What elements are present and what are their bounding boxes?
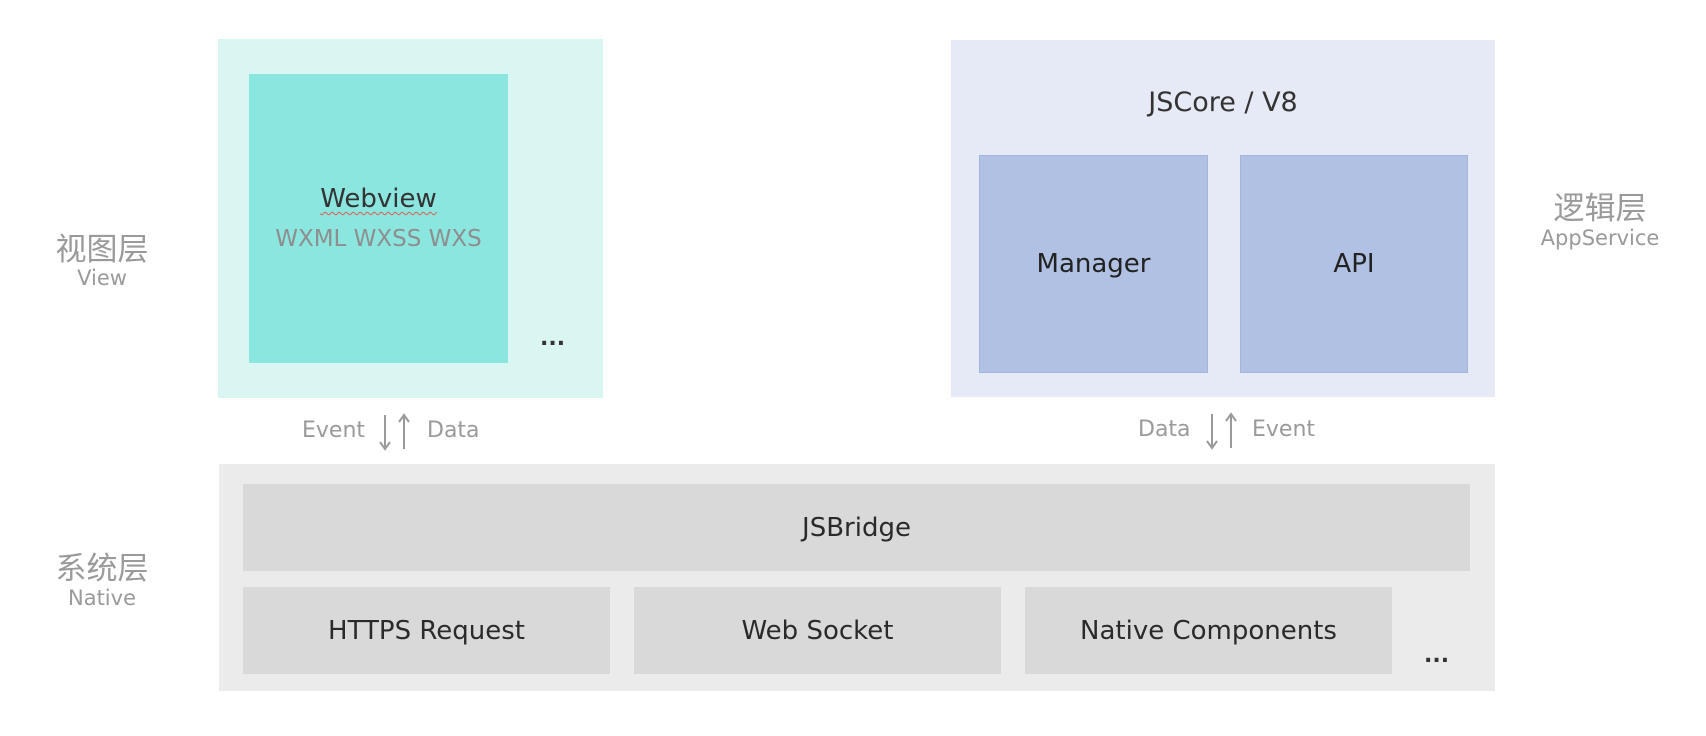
api-label: API xyxy=(1333,249,1375,279)
view-layer-more: ... xyxy=(540,326,566,351)
manager-box: Manager xyxy=(979,155,1208,373)
webview-title: Webview xyxy=(320,184,437,214)
left-data-label: Data xyxy=(427,418,480,443)
left-bidirectional-arrows-icon xyxy=(379,413,410,451)
native-components-label: Native Components xyxy=(1080,615,1337,646)
jsbridge-label: JSBridge xyxy=(802,512,911,543)
logic-layer-label-zh: 逻辑层 xyxy=(1553,191,1647,227)
left-event-label: Event xyxy=(302,418,366,443)
https-request-label: HTTPS Request xyxy=(328,615,525,646)
js-engine-label: JSCore / V8 xyxy=(1148,87,1298,118)
web-socket-label: Web Socket xyxy=(741,615,894,646)
logic-layer-label-en: AppService xyxy=(1540,226,1660,250)
native-components-box: Native Components xyxy=(1025,587,1392,674)
right-data-label: Data xyxy=(1138,417,1191,442)
jsbridge-box: JSBridge xyxy=(243,484,1470,571)
native-layer-label-zh: 系统层 xyxy=(55,551,149,587)
right-event-label: Event xyxy=(1252,417,1316,442)
web-socket-box: Web Socket xyxy=(634,587,1001,674)
view-layer-label-en: View xyxy=(77,266,127,290)
webview-box xyxy=(249,74,508,363)
api-box: API xyxy=(1240,155,1468,373)
webview-technologies: WXML WXSS WXS xyxy=(275,226,482,252)
right-bidirectional-arrows-icon xyxy=(1206,412,1237,450)
native-layer-more: ... xyxy=(1424,643,1450,668)
https-request-box: HTTPS Request xyxy=(243,587,610,674)
native-layer-label-en: Native xyxy=(68,586,136,610)
view-layer-label-zh: 视图层 xyxy=(55,232,149,268)
manager-label: Manager xyxy=(1036,249,1151,279)
